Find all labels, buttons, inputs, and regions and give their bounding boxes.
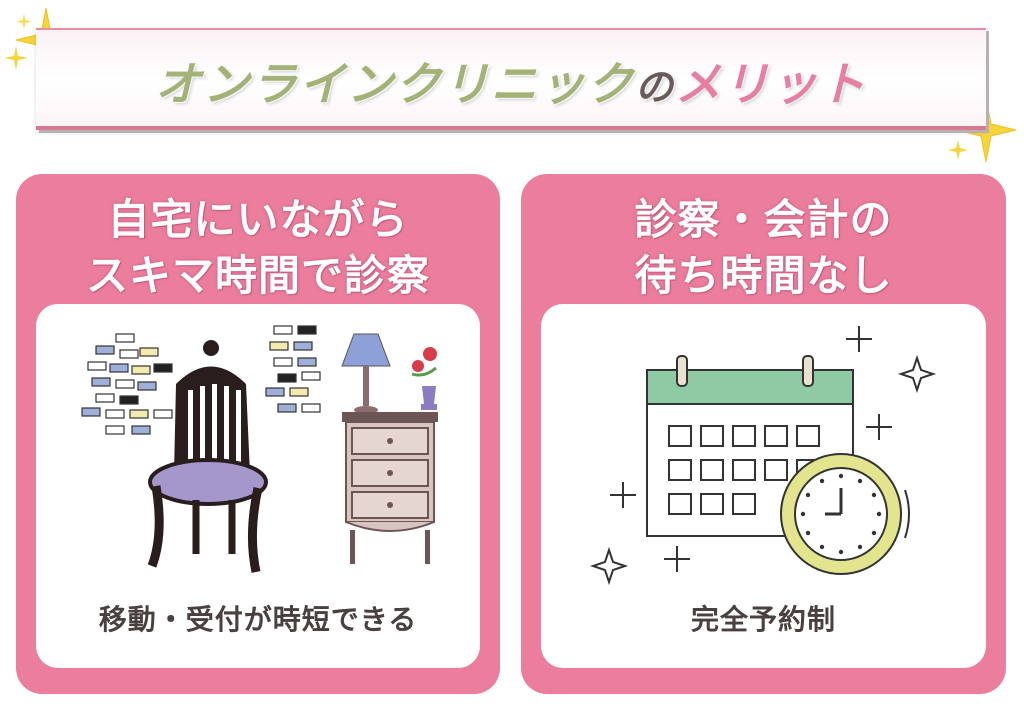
lamp-icon — [341, 333, 391, 414]
header-banner: オンラインクリニックのメリット — [36, 28, 986, 130]
clock-icon — [780, 453, 910, 575]
dresser-icon — [342, 412, 438, 564]
card-title-line1: 自宅にいながら — [107, 195, 409, 244]
merit-card-no-wait: 診察・会計の 待ち時間なし — [521, 174, 1006, 694]
calendar-and-clock-illustration — [589, 326, 937, 586]
title-particle-text: の — [634, 64, 675, 109]
chair-and-dresser-illustration — [81, 325, 438, 573]
card-caption: 移動・受付が時短できる — [98, 603, 418, 636]
calendar-icon — [646, 355, 854, 537]
title-accent-text: メリット — [675, 57, 867, 111]
title-main-text: オンラインクリニック — [154, 57, 635, 111]
page-title: オンラインクリニックのメリット — [36, 48, 986, 114]
flower-vase-icon — [411, 347, 437, 410]
twinkle-icon — [589, 326, 937, 586]
card-content-panel: 移動・受付が時短できる — [36, 304, 480, 668]
card-title: 自宅にいながら スキマ時間で診察 — [16, 192, 500, 304]
card-title: 診察・会計の 待ち時間なし — [521, 192, 1006, 304]
card-title-line1: 診察・会計の — [634, 195, 893, 244]
card-caption: 完全予約制 — [690, 603, 836, 636]
chair-icon — [147, 340, 268, 573]
merit-card-home: 自宅にいながら スキマ時間で診察 — [16, 174, 500, 694]
card-title-line2: 待ち時間なし — [634, 251, 893, 300]
card-title-line2: スキマ時間で診察 — [85, 251, 430, 300]
wall-tiles-icon — [265, 325, 321, 413]
card-content-panel: 完全予約制 — [541, 304, 986, 668]
wall-tiles-icon — [81, 333, 173, 435]
